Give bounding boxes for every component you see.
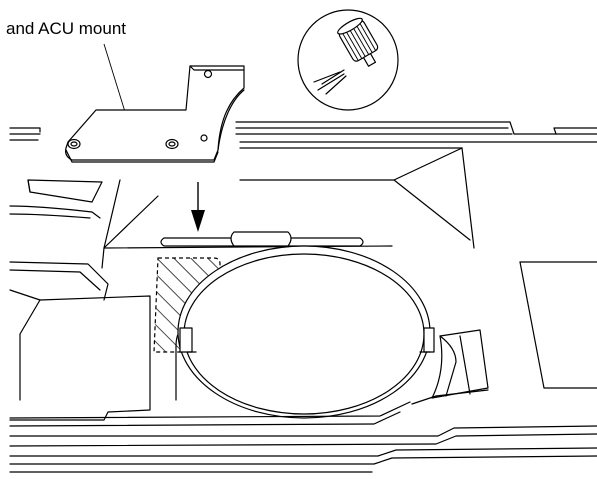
mount-screw (67, 138, 81, 150)
mount-screw (165, 138, 179, 150)
bottom-rails (9, 401, 597, 473)
mount-hole (200, 134, 208, 142)
mount-hole (203, 69, 213, 79)
acu-mount-bracket (65, 65, 245, 163)
left-structure (9, 179, 393, 421)
round-opening (175, 245, 435, 419)
down-arrow-icon (191, 182, 205, 232)
right-structure (411, 261, 597, 405)
callout-label: and ACU mount (6, 19, 127, 38)
thumbscrew-icon (297, 9, 399, 111)
center-panel (239, 147, 475, 249)
slide-rail (160, 231, 364, 247)
upper-rails (9, 121, 597, 149)
